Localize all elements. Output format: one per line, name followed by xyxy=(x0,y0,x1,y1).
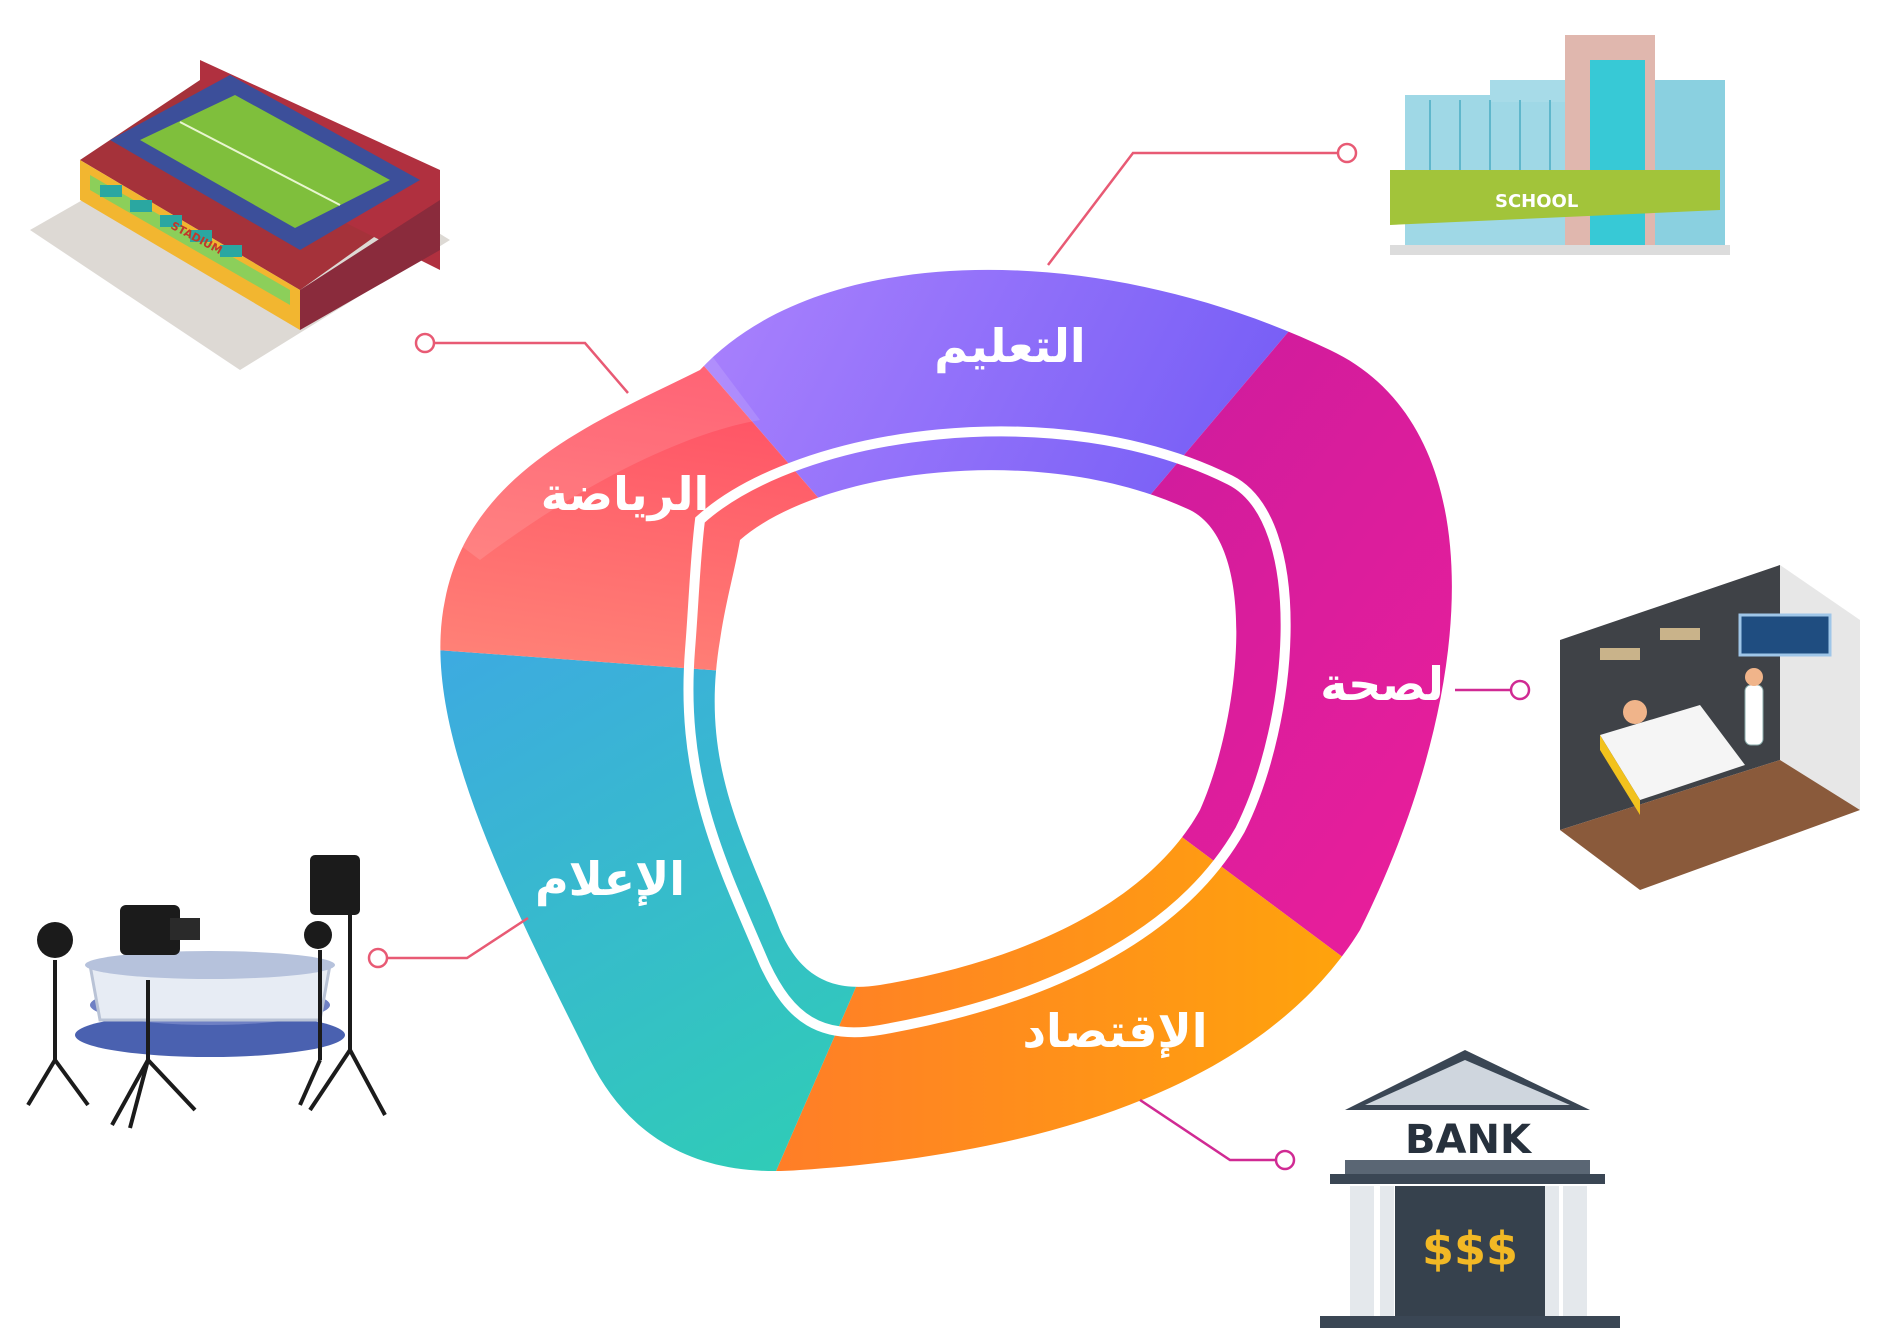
label-economy: الإقتصاد xyxy=(1022,1004,1207,1058)
media-studio-illustration xyxy=(26,855,387,1129)
label-education: التعليم xyxy=(934,319,1085,373)
connector-dot-sports xyxy=(414,332,436,354)
bank-sign: BANK xyxy=(1405,1117,1533,1163)
school-sign: SCHOOL xyxy=(1495,191,1578,212)
connector-media xyxy=(378,916,529,960)
connector-sports xyxy=(425,341,629,394)
ring-inner-hole xyxy=(714,470,1237,987)
connector-education xyxy=(1047,151,1347,266)
label-health: الصحة xyxy=(1320,657,1459,711)
hospital-room-illustration xyxy=(1560,565,1860,890)
bank-illustration: BANK $$$ xyxy=(1320,1050,1620,1328)
school-illustration: SCHOOL xyxy=(1390,35,1730,255)
connector-dot-economy xyxy=(1274,1149,1296,1171)
ring-inner-track xyxy=(683,426,1291,1038)
connector-economy xyxy=(1139,1098,1285,1162)
connector-dot-health xyxy=(1509,679,1531,701)
label-sports: الرياضة xyxy=(541,467,710,521)
stadium-illustration: STADIUM xyxy=(30,60,450,370)
connector-dot-education xyxy=(1336,142,1358,164)
connector-dot-media xyxy=(367,947,389,969)
segment-education xyxy=(560,269,1400,690)
bank-dollar-signs: $$$ xyxy=(1422,1222,1518,1276)
connectors xyxy=(367,142,1531,1171)
label-media: الإعلام xyxy=(535,852,685,906)
